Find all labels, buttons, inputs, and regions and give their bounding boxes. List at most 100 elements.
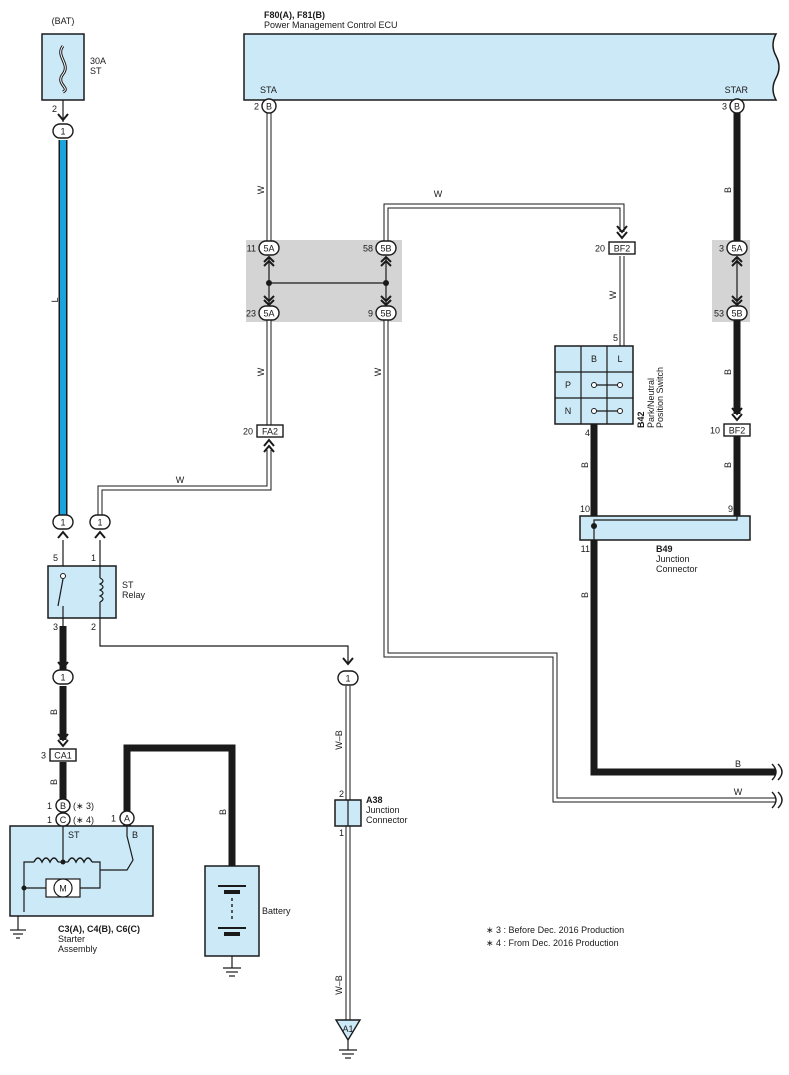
connector-ca1: CA1 3 bbox=[41, 748, 77, 762]
svg-text:B: B bbox=[735, 759, 741, 769]
connector-bf2-left: BF2 20 bbox=[595, 241, 636, 255]
svg-text:L: L bbox=[50, 297, 60, 302]
svg-text:9: 9 bbox=[368, 309, 373, 319]
svg-text:B: B bbox=[723, 369, 733, 375]
svg-text:5B: 5B bbox=[380, 244, 391, 254]
b49-ref: B49 bbox=[656, 544, 673, 554]
connector-relay-out: 1 bbox=[52, 669, 74, 685]
starter-assembly: B C 1 1 (∗ 3) (∗ 4) A 1 ST B M C3(A), C4… bbox=[9, 798, 154, 954]
wire-fa2-relay bbox=[97, 450, 272, 518]
ground-starter bbox=[10, 916, 26, 939]
connector-ecu-star: B 3 bbox=[722, 98, 745, 114]
svg-text:B: B bbox=[580, 462, 590, 468]
svg-text:B: B bbox=[49, 779, 59, 785]
park-neutral-switch: B L P N 5 4 B42 Park/Neutral Position Sw… bbox=[554, 333, 665, 438]
connector-a38-top: 1 bbox=[337, 670, 359, 686]
svg-text:1: 1 bbox=[111, 814, 116, 824]
svg-text:5B: 5B bbox=[731, 309, 742, 319]
svg-text:W: W bbox=[373, 367, 383, 376]
note-before: ∗ 3 : Before Dec. 2016 Production bbox=[486, 925, 624, 935]
svg-text:B: B bbox=[723, 187, 733, 193]
svg-text:11: 11 bbox=[247, 244, 256, 254]
svg-text:W: W bbox=[256, 367, 266, 376]
svg-text:CA1: CA1 bbox=[54, 751, 72, 761]
svg-text:B: B bbox=[49, 709, 59, 715]
connector-5b-58: 5B 58 bbox=[363, 240, 397, 256]
power-management-ecu: F80(A), F81(B) Power Management Control … bbox=[243, 10, 780, 101]
relay-name: ST bbox=[122, 580, 134, 590]
svg-text:10: 10 bbox=[710, 426, 720, 436]
battery-name: Battery bbox=[262, 906, 291, 916]
connector-relay-in-right: 1 bbox=[89, 514, 111, 530]
svg-text:B: B bbox=[723, 462, 733, 468]
svg-text:Starter: Starter bbox=[58, 934, 85, 944]
svg-text:N: N bbox=[565, 406, 572, 416]
fuse-30a-st: (BAT) 30A ST 2 bbox=[41, 16, 106, 122]
connector-bf2-right: BF2 10 bbox=[710, 423, 751, 437]
svg-text:2: 2 bbox=[91, 622, 96, 632]
footnotes: ∗ 3 : Before Dec. 2016 Production ∗ 4 : … bbox=[486, 925, 624, 948]
svg-text:1: 1 bbox=[91, 553, 96, 563]
svg-text:B: B bbox=[266, 102, 272, 112]
svg-text:20: 20 bbox=[595, 244, 605, 254]
svg-text:5A: 5A bbox=[263, 309, 274, 319]
svg-text:23: 23 bbox=[246, 309, 256, 319]
svg-text:A1: A1 bbox=[342, 1024, 353, 1034]
junction-connector-a38: 2 1 A38 Junction Connector bbox=[334, 789, 408, 838]
svg-text:B: B bbox=[60, 801, 66, 811]
ecu-name: Power Management Control ECU bbox=[264, 20, 398, 30]
svg-text:5: 5 bbox=[53, 553, 58, 563]
svg-text:Assembly: Assembly bbox=[58, 944, 98, 954]
svg-text:FA2: FA2 bbox=[262, 427, 278, 437]
svg-text:3: 3 bbox=[41, 751, 46, 761]
svg-text:5A: 5A bbox=[263, 244, 274, 254]
ecu-pin-sta: STA bbox=[260, 85, 277, 95]
svg-text:W: W bbox=[256, 185, 266, 194]
svg-text:1: 1 bbox=[60, 673, 65, 683]
svg-text:1: 1 bbox=[97, 518, 102, 528]
a38-ref: A38 bbox=[366, 795, 383, 805]
svg-text:5: 5 bbox=[613, 333, 618, 343]
wire-relay-a38 bbox=[99, 626, 349, 664]
svg-text:W–B: W–B bbox=[334, 975, 344, 995]
svg-text:B: B bbox=[734, 102, 740, 112]
svg-text:5A: 5A bbox=[731, 244, 742, 254]
svg-text:4: 4 bbox=[585, 428, 590, 438]
connector-fa2: FA2 20 bbox=[243, 424, 284, 438]
svg-text:2: 2 bbox=[254, 102, 259, 112]
wire-5b-bf2 bbox=[383, 203, 625, 244]
connector-ecu-sta: B 2 bbox=[254, 98, 277, 114]
wire-break-marks bbox=[771, 763, 783, 809]
svg-text:L: L bbox=[617, 354, 622, 364]
svg-text:3: 3 bbox=[53, 622, 58, 632]
connector-5a-3: 5A 3 bbox=[719, 240, 748, 256]
svg-text:20: 20 bbox=[243, 427, 253, 437]
svg-text:W: W bbox=[434, 189, 443, 199]
svg-text:ST: ST bbox=[68, 830, 80, 840]
battery: Battery bbox=[204, 865, 291, 977]
connector-5b-53: 5B 53 bbox=[714, 305, 748, 321]
svg-text:Relay: Relay bbox=[122, 590, 146, 600]
connector-5a-11: 5A 11 bbox=[247, 240, 280, 256]
connector-relay-in-left: 1 bbox=[52, 514, 74, 530]
svg-text:W: W bbox=[734, 787, 743, 797]
svg-text:1: 1 bbox=[60, 127, 65, 137]
svg-text:1: 1 bbox=[345, 674, 350, 684]
pnp-ref: B42 bbox=[636, 411, 646, 428]
wire-b-right bbox=[590, 540, 776, 776]
wire-battery bbox=[123, 744, 236, 866]
svg-text:A: A bbox=[124, 814, 130, 824]
svg-text:3: 3 bbox=[722, 102, 727, 112]
junction-chevrons bbox=[57, 113, 743, 829]
fuse-pin-out: 2 bbox=[52, 104, 57, 114]
svg-text:Connector: Connector bbox=[656, 564, 698, 574]
connector-fuse-top: 1 bbox=[52, 123, 74, 139]
connector-5a-23: 5A 23 bbox=[246, 305, 280, 321]
svg-text:5B: 5B bbox=[380, 309, 391, 319]
svg-text:W: W bbox=[608, 290, 618, 299]
ecu-ref: F80(A), F81(B) bbox=[264, 10, 325, 20]
svg-text:10: 10 bbox=[580, 504, 590, 514]
junction-connector-b49: 10 9 11 B49 Junction Connector bbox=[579, 504, 751, 574]
svg-text:Position Switch: Position Switch bbox=[655, 367, 665, 428]
